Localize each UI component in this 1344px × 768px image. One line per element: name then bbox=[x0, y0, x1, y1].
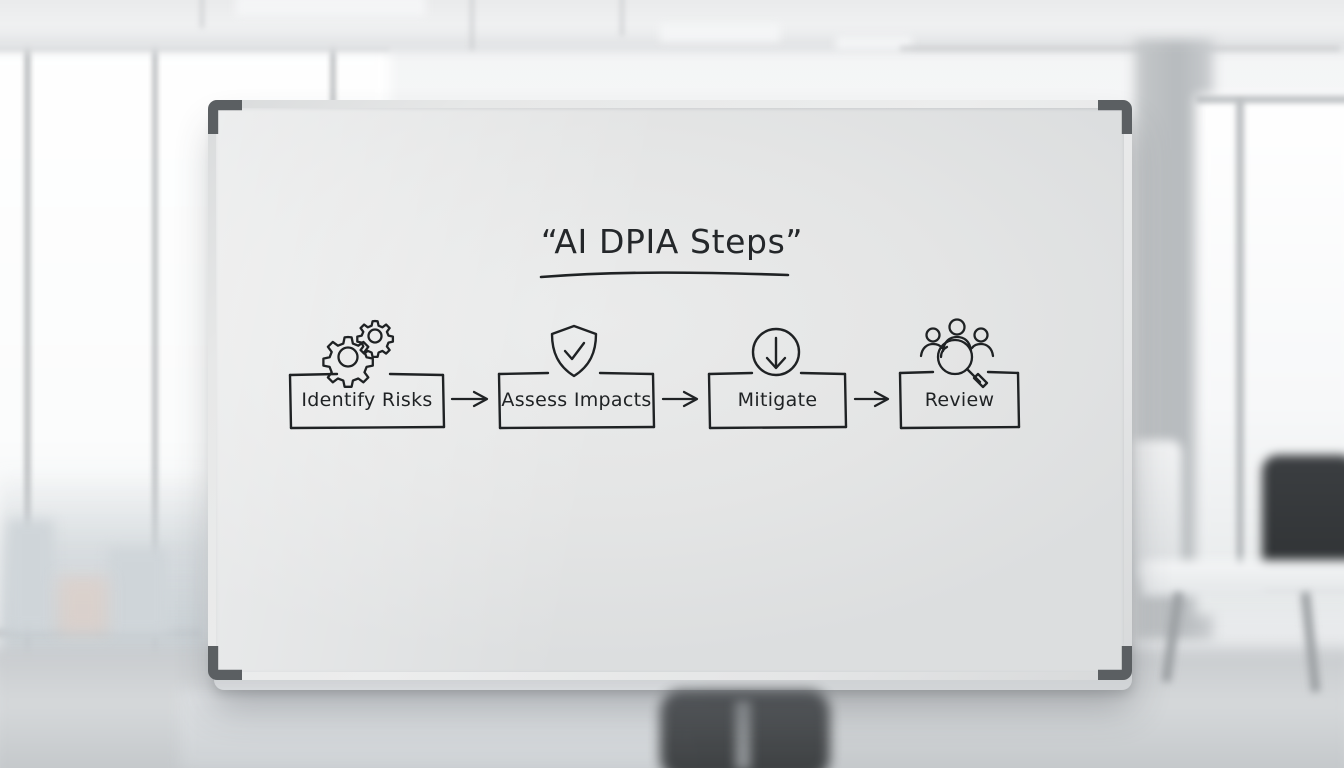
city-building bbox=[8, 520, 54, 630]
whiteboard-surface bbox=[216, 108, 1124, 672]
whiteboard bbox=[208, 100, 1132, 680]
chair-stem bbox=[735, 700, 751, 768]
step-label-4: Review bbox=[924, 389, 995, 411]
ceiling-grid-line bbox=[200, 0, 204, 28]
ceiling-light bbox=[836, 36, 912, 50]
ceiling-light bbox=[660, 24, 780, 42]
step-label-3: Mitigate bbox=[737, 389, 818, 411]
city-building bbox=[108, 548, 168, 634]
step-label-2: Assess Impacts bbox=[501, 389, 652, 411]
window-mullion bbox=[24, 24, 31, 744]
window-mullion bbox=[152, 24, 158, 744]
ceiling-light bbox=[236, 0, 426, 16]
whiteboard-title: “AI DPIA Steps” bbox=[540, 222, 804, 261]
window-mullion bbox=[1236, 100, 1244, 570]
ceiling-grid-line bbox=[900, 46, 1340, 51]
city-building-warm bbox=[58, 576, 108, 634]
ceiling-grid-line bbox=[620, 0, 624, 36]
foreground-desk bbox=[180, 690, 700, 768]
window-mullion bbox=[330, 24, 336, 144]
window-mullion bbox=[1196, 96, 1344, 103]
conference-table bbox=[1140, 560, 1344, 596]
step-label-1: Identify Risks bbox=[301, 389, 433, 411]
ceiling-grid-line bbox=[470, 0, 474, 50]
